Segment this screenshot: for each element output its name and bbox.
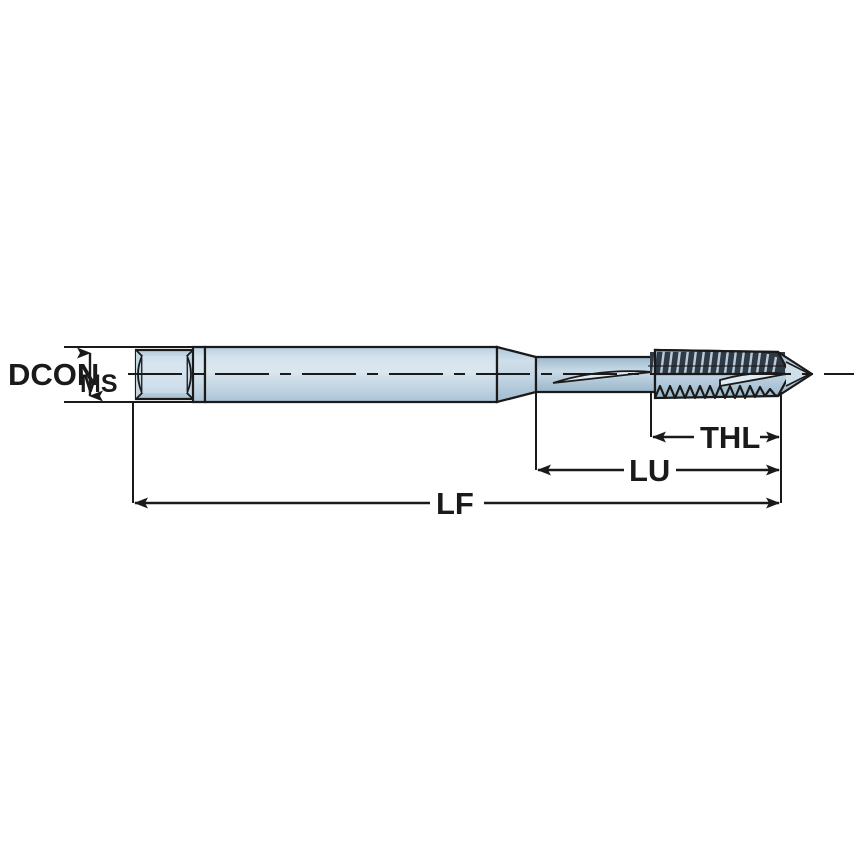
tap-tool-body (128, 345, 854, 404)
dimension-lf: LF (134, 486, 780, 521)
tool-tip (776, 350, 814, 398)
dimension-label-thl: THL (700, 420, 760, 455)
thread-crests-top (648, 348, 792, 376)
dimension-thl: THL (652, 420, 780, 455)
thread-profile-bottom (653, 384, 779, 400)
dimension-label-lf: LF (436, 486, 474, 521)
dimension-lu: LU (537, 453, 780, 488)
dimension-label-dcon-subscript: MS (80, 370, 118, 398)
dimension-label-lu: LU (629, 453, 670, 488)
dimension-dcon-ms: DCON MS (8, 346, 205, 403)
dimension-label-dcon: DCON (8, 357, 99, 392)
extension-lines (132, 392, 782, 503)
